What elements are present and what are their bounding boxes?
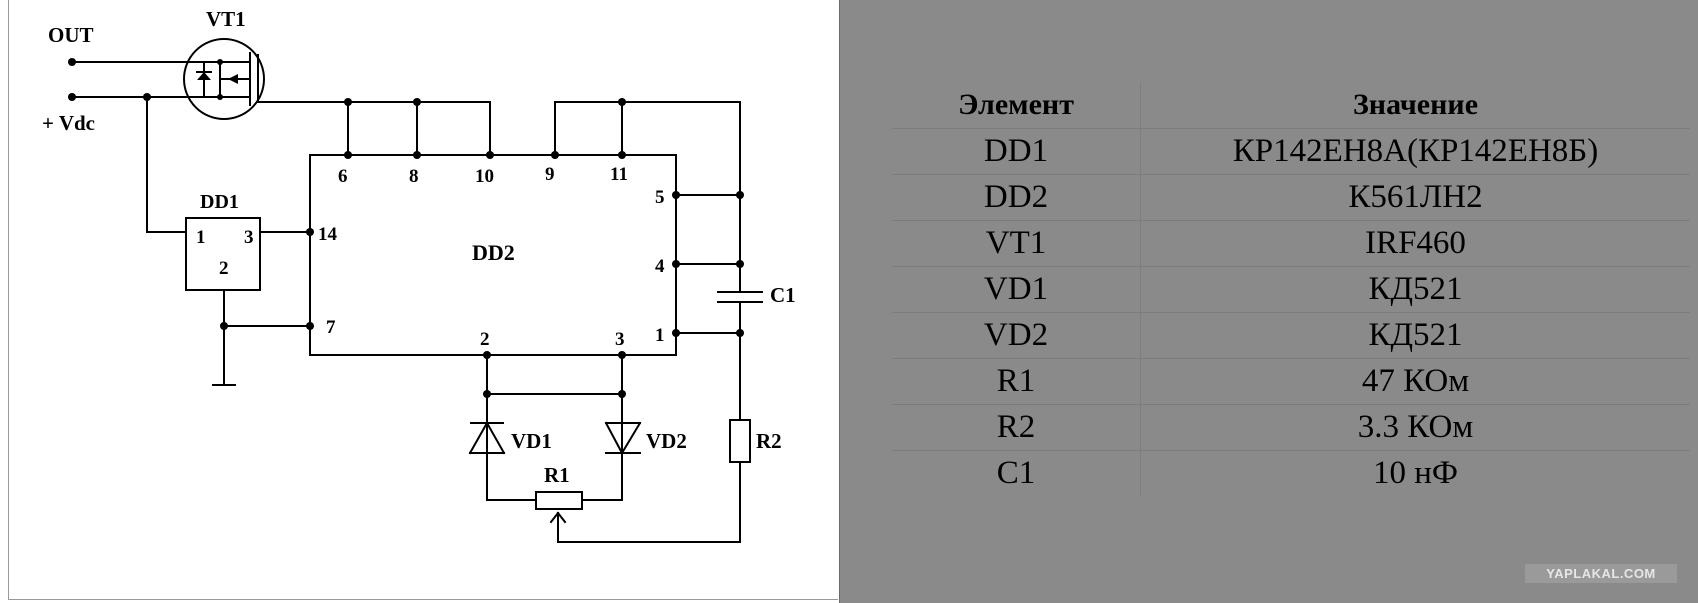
dd2-pin-label: 7 bbox=[326, 317, 336, 338]
table-row: DD2 К561ЛН2 bbox=[892, 174, 1690, 221]
junction-dot bbox=[736, 329, 744, 337]
cell-element: R1 bbox=[892, 358, 1141, 405]
pin-dot bbox=[344, 151, 352, 159]
table-header-row: Элемент Значение bbox=[892, 82, 1690, 129]
r2-label: R2 bbox=[756, 429, 782, 453]
table-row: VT1 IRF460 bbox=[892, 220, 1690, 267]
table-row: R2 3.3 КОм bbox=[892, 404, 1690, 451]
vdc-terminal bbox=[68, 93, 76, 101]
dd2-pin-label: 1 bbox=[655, 325, 665, 346]
vd1-tri-left bbox=[468, 421, 489, 455]
pin-dot bbox=[672, 191, 680, 199]
vd1-label: VD1 bbox=[511, 429, 552, 453]
pin-dot bbox=[551, 151, 559, 159]
junction-dot bbox=[143, 93, 151, 101]
header-value: Значение bbox=[1352, 88, 1479, 121]
cell-value: IRF460 bbox=[1140, 220, 1690, 267]
cell-value: 10 нФ bbox=[1140, 450, 1690, 496]
r1-arrow-right bbox=[556, 511, 567, 524]
panel-border bbox=[8, 0, 838, 600]
schematic-panel: OUT + Vdc VT1 DD1 1 2 3 DD2 6 8 10 9 11 … bbox=[0, 0, 840, 603]
dd2-pin-label: 14 bbox=[318, 224, 338, 245]
cell-element: DD2 bbox=[892, 174, 1141, 221]
vd2-tri-left bbox=[604, 421, 624, 455]
junction-dot bbox=[618, 390, 626, 398]
dd2-pin-label: 2 bbox=[480, 329, 490, 350]
dd1-label: DD1 bbox=[200, 191, 239, 213]
vd2-tri-right bbox=[620, 421, 642, 455]
pin-dot bbox=[413, 151, 421, 159]
dd1-pin-label: 1 bbox=[196, 227, 206, 248]
cell-element: VT1 bbox=[892, 220, 1141, 267]
out-terminal bbox=[68, 58, 76, 66]
cell-value: 47 КОм bbox=[1140, 358, 1690, 405]
vt1-dot bbox=[217, 94, 223, 100]
table-row: C1 10 нФ bbox=[892, 450, 1690, 496]
r2-body bbox=[729, 419, 751, 463]
vd1-tri-right bbox=[485, 421, 506, 455]
table-row: R1 47 КОм bbox=[892, 358, 1690, 405]
pin-dot bbox=[672, 260, 680, 268]
dd1-pin-label: 3 bbox=[244, 227, 254, 248]
pin-dot bbox=[618, 351, 626, 359]
junction-dot bbox=[618, 98, 626, 106]
c1-label: C1 bbox=[770, 283, 796, 307]
table-row: DD1 КР142ЕН8А(КР142ЕН8Б) bbox=[892, 128, 1690, 175]
vt1-channel-arrow bbox=[228, 74, 238, 84]
table-row: VD2 КД521 bbox=[892, 312, 1690, 359]
watermark-logo: YAPLAKAL.COM bbox=[1525, 564, 1677, 583]
dd2-pin-label: 3 bbox=[615, 329, 625, 350]
junction-dot bbox=[736, 260, 744, 268]
cell-value: К561ЛН2 bbox=[1140, 174, 1690, 221]
vt1-label: VT1 bbox=[206, 7, 246, 31]
table-row: VD1 КД521 bbox=[892, 266, 1690, 313]
pin-dot bbox=[672, 329, 680, 337]
junction-dot bbox=[736, 191, 744, 199]
junction-dot bbox=[483, 390, 491, 398]
vt1-dot bbox=[217, 59, 223, 65]
pin-dot bbox=[306, 228, 314, 236]
junction-dot bbox=[344, 98, 352, 106]
circuit-schematic: OUT + Vdc VT1 DD1 1 2 3 DD2 6 8 10 9 11 … bbox=[42, 7, 796, 543]
vd2-label: VD2 bbox=[646, 429, 687, 453]
pin-dot bbox=[618, 151, 626, 159]
vt1-diode-arrow bbox=[197, 72, 211, 80]
cell-value: 3.3 КОм bbox=[1140, 404, 1690, 451]
r1-body bbox=[535, 491, 583, 510]
cell-element: R2 bbox=[892, 404, 1141, 451]
cell-value: КД521 bbox=[1140, 266, 1690, 313]
pin-dot bbox=[483, 351, 491, 359]
components-table: Элемент Значение DD1 КР142ЕН8А(КР142ЕН8Б… bbox=[892, 82, 1690, 496]
pin-dot bbox=[486, 151, 494, 159]
dd2-pin-label: 4 bbox=[655, 256, 665, 277]
dd2-pin-label: 10 bbox=[475, 166, 494, 187]
junction-dot bbox=[220, 322, 228, 330]
dd2-pin-label: 11 bbox=[610, 164, 628, 185]
dd2-pin-label: 5 bbox=[655, 187, 665, 208]
vdc-label: + Vdc bbox=[42, 111, 95, 135]
junction-dot bbox=[413, 98, 421, 106]
cell-value: КД521 bbox=[1140, 312, 1690, 359]
dd2-pin-label: 6 bbox=[338, 166, 348, 187]
dd2-pin-label: 8 bbox=[409, 166, 419, 187]
vt1-body bbox=[183, 38, 265, 120]
dd2-pin-label: 9 bbox=[545, 164, 555, 185]
header-element: Элемент bbox=[892, 82, 1141, 129]
cell-element: DD1 bbox=[892, 128, 1141, 175]
dd1-pin-label: 2 bbox=[219, 258, 229, 279]
cell-element: VD1 bbox=[892, 266, 1141, 313]
r1-label: R1 bbox=[544, 463, 570, 487]
cell-value: КР142ЕН8А(КР142ЕН8Б) bbox=[1140, 128, 1690, 175]
pin-dot bbox=[306, 322, 314, 330]
r1-arrow-left bbox=[549, 511, 560, 524]
dd2-label: DD2 bbox=[472, 240, 515, 265]
cell-element: C1 bbox=[892, 450, 1141, 496]
out-label: OUT bbox=[48, 23, 94, 47]
cell-element: VD2 bbox=[892, 312, 1141, 359]
